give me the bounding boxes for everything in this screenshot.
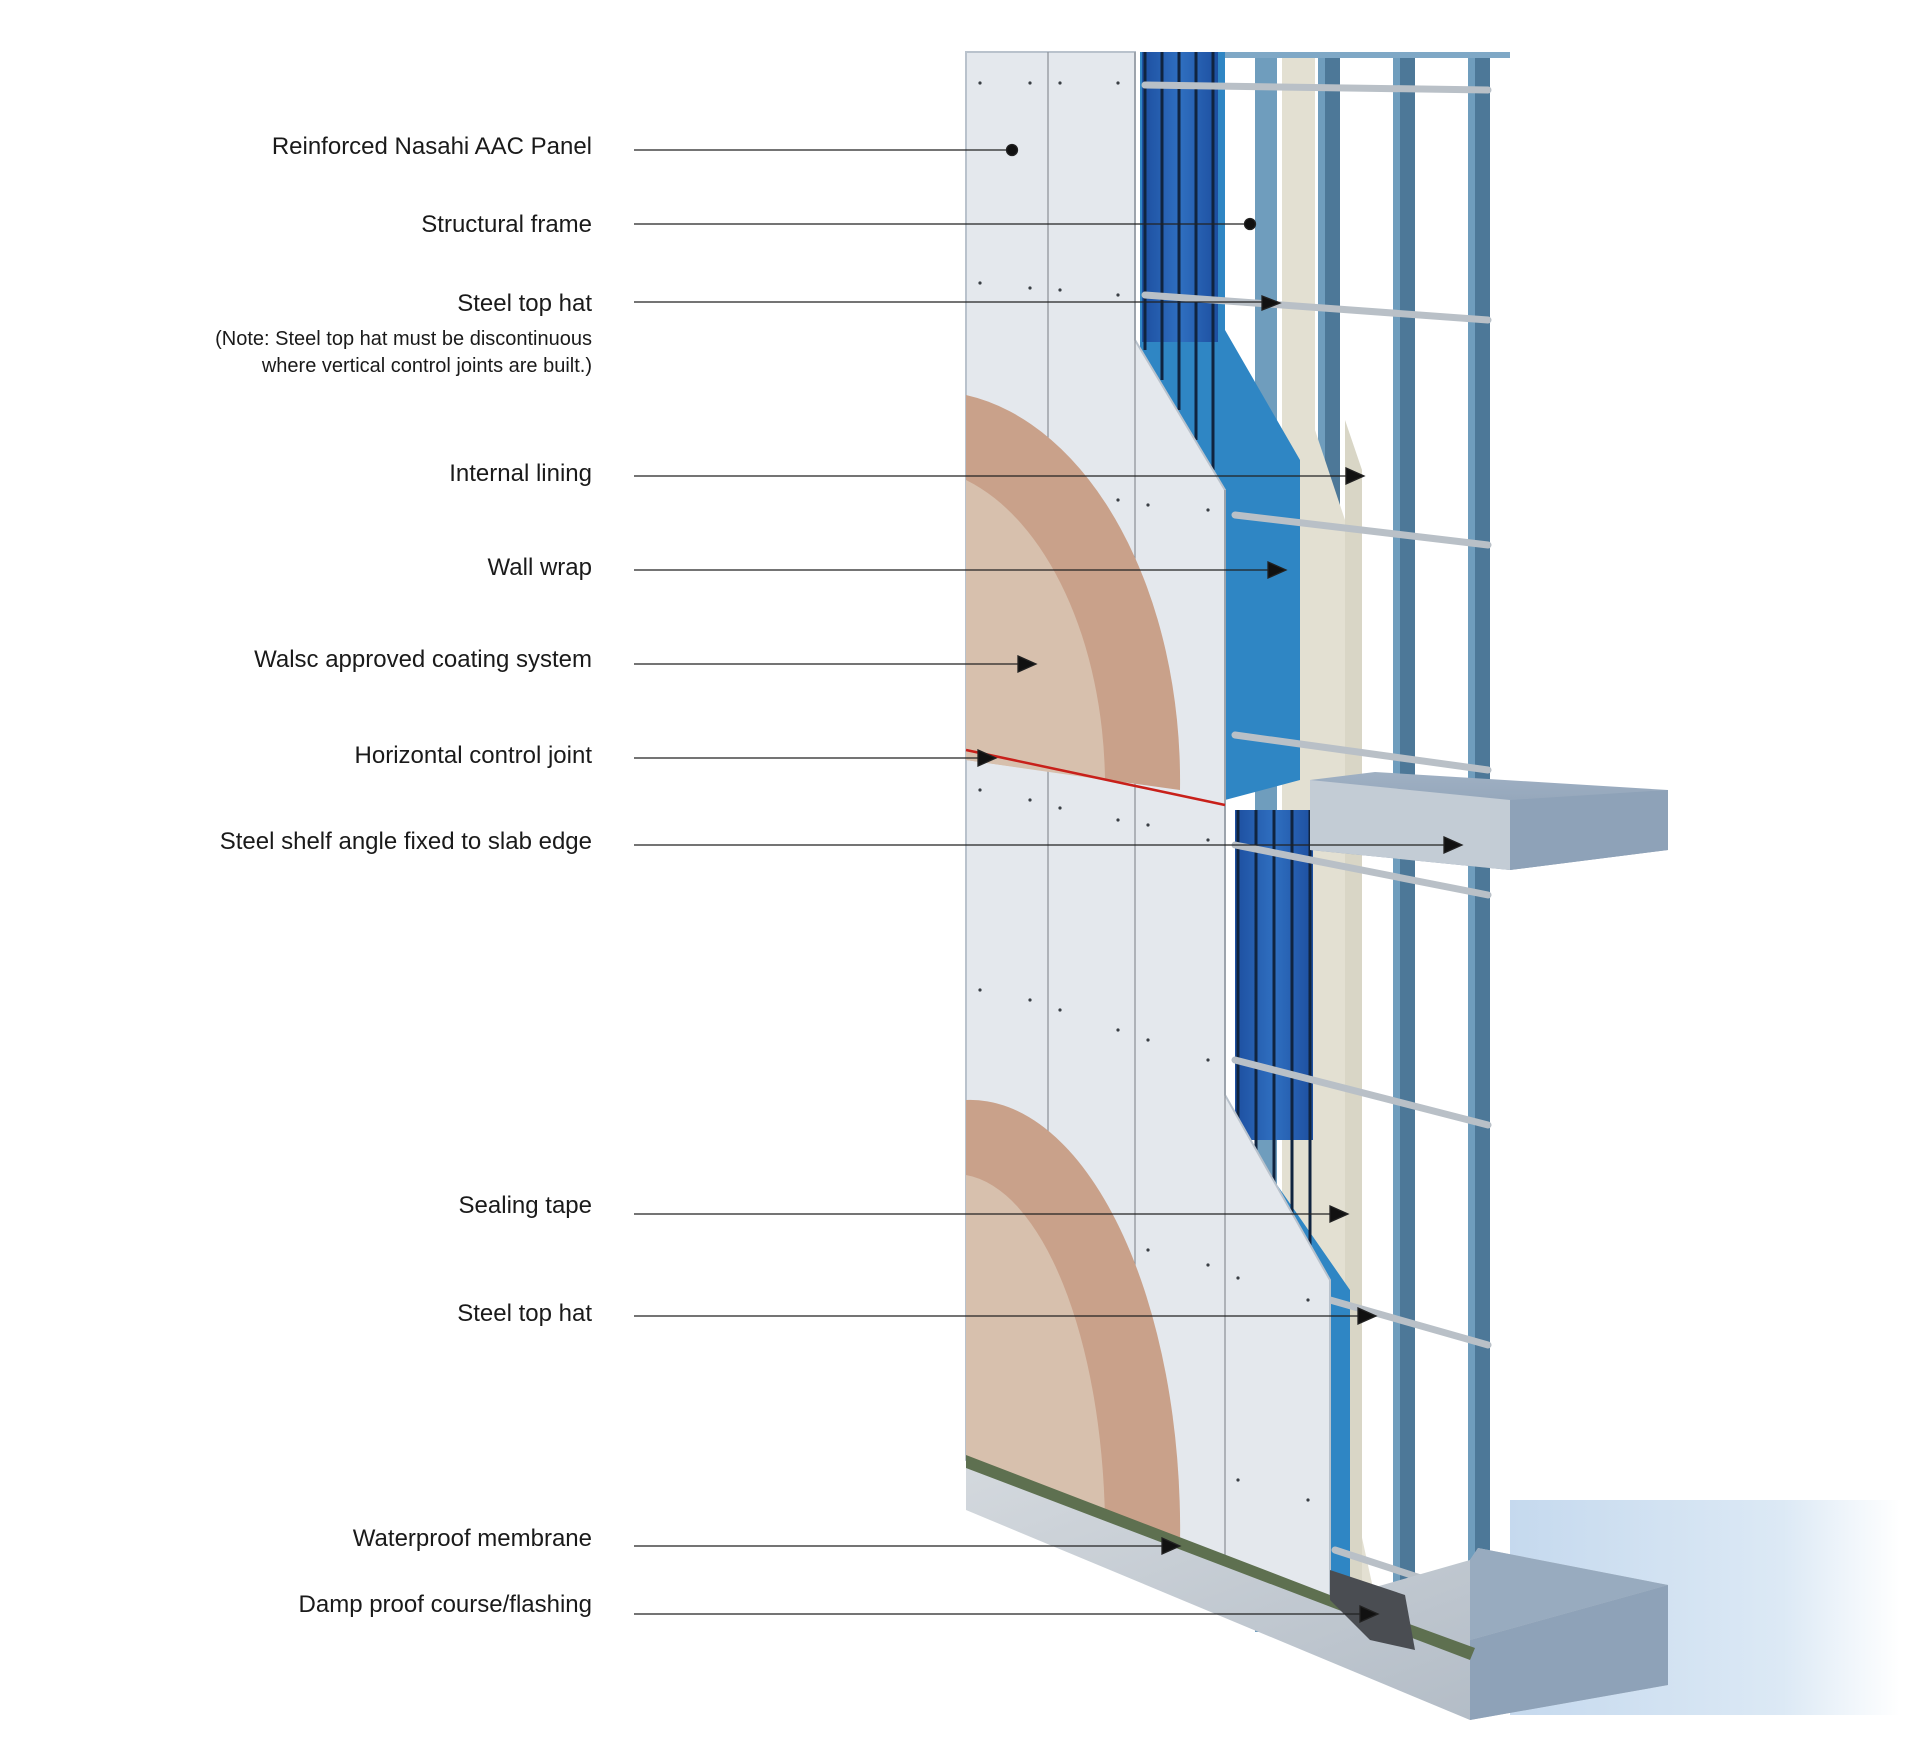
steel-top-hats [1141, 81, 1492, 1604]
label-structural-frame: Structural frame [421, 211, 592, 238]
horizontal-control-joint-line [965, 748, 1226, 807]
label-shelf-angle: Steel shelf angle fixed to slab edge [219, 828, 592, 855]
label-steel-top-hat-lower: Steel top hat [457, 1300, 592, 1327]
label-horizontal-control-joint: Horizontal control joint [354, 742, 592, 769]
reinforcement-bars [1142, 52, 1313, 1250]
label-aac-panel: Reinforced Nasahi AAC Panel [271, 133, 592, 160]
label-sealing-tape: Sealing tape [458, 1192, 592, 1219]
label-waterproof-membrane: Waterproof membrane [352, 1525, 592, 1552]
coating-cutaway-lower [966, 1099, 1181, 1545]
note-top-hat-line-2: where vertical control joints are built.… [261, 355, 592, 377]
note-top-hat-line-1: (Note: Steel top hat must be discontinuo… [215, 328, 592, 350]
panel-fixings [978, 81, 1310, 1502]
concrete-slab [1310, 772, 1668, 870]
label-coating-system: Walsc approved coating system [254, 646, 592, 673]
label-steel-top-hat-upper: Steel top hat [457, 290, 592, 317]
flashing-dpc [1330, 1570, 1415, 1650]
concrete-footing [966, 1460, 1668, 1720]
leader-lines [634, 143, 1464, 1624]
label-internal-lining: Internal lining [449, 460, 592, 487]
coating-cutaway-upper [966, 395, 1181, 790]
label-damp-proof-course: Damp proof course/flashing [298, 1591, 592, 1618]
label-wall-wrap: Wall wrap [487, 554, 592, 581]
